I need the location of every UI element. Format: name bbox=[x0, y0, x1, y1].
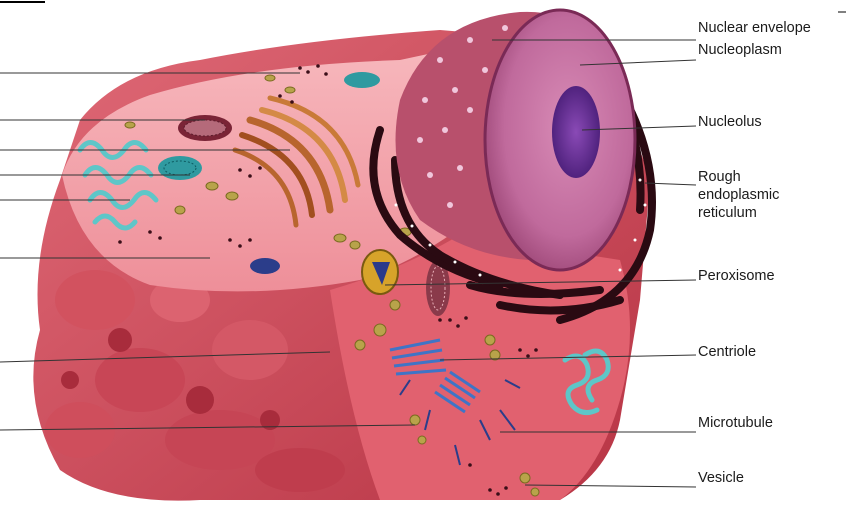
label-nuclear-envelope: Nuclear envelope bbox=[698, 20, 811, 37]
label-nucleoplasm: Nucleoplasm bbox=[698, 42, 782, 59]
label-rough-er-line3: reticulum bbox=[698, 205, 757, 222]
label-rough-er-line2: endoplasmic bbox=[698, 187, 779, 204]
nucleolus bbox=[552, 86, 600, 178]
label-rough-er-line1: Rough bbox=[698, 169, 741, 186]
label-vesicle: Vesicle bbox=[698, 470, 744, 487]
peroxisome bbox=[362, 250, 398, 294]
label-centriole: Centriole bbox=[698, 344, 756, 361]
label-peroxisome: Peroxisome bbox=[698, 268, 775, 285]
label-microtubule: Microtubule bbox=[698, 415, 773, 432]
label-nucleolus: Nucleolus bbox=[698, 114, 762, 131]
